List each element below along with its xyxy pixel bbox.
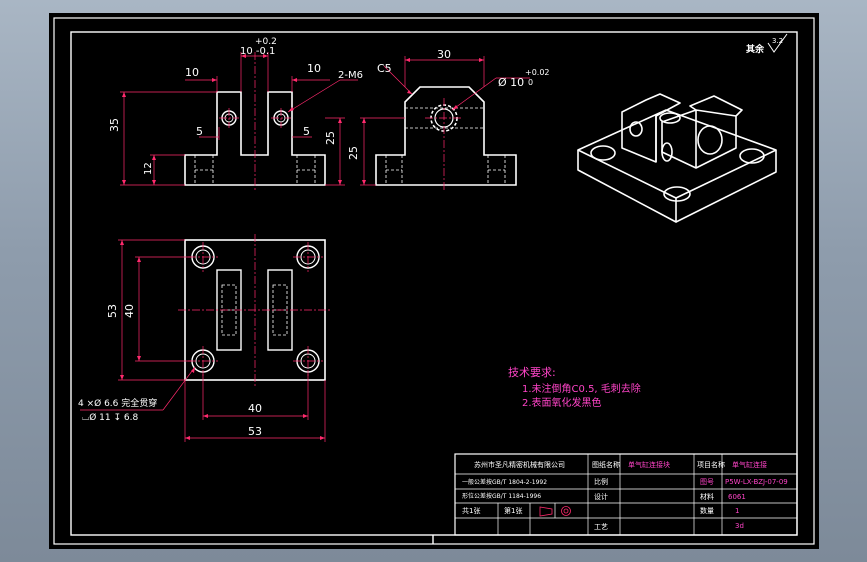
dim-40-horizontal: 40 [248, 402, 262, 415]
iso-left-lug-hole [629, 121, 643, 137]
title-block[interactable]: 苏州市圣凡精密机械有限公司 一般公差按GB/T 1804-2-1992 形位公差… [454, 453, 798, 536]
dim-25-front: 25 [324, 131, 337, 145]
side-centerlines [425, 98, 463, 192]
side-hidden-lines [385, 107, 506, 185]
dim-53-horizontal: 53 [248, 425, 262, 438]
tb-tol-geometric: 形位公差按GB/T 1184-1996 [462, 492, 541, 500]
iso-base-hole-2 [739, 148, 765, 164]
iso-base-right [675, 150, 777, 223]
dim-left-10: 10 [185, 66, 199, 79]
front-hidden-lines [194, 154, 316, 185]
isometric-view[interactable] [577, 93, 777, 223]
dim-hole-tol-upper: +0.02 [525, 68, 550, 77]
dim-25-side: 25 [347, 146, 360, 160]
dim-left-5: 5 [196, 125, 203, 138]
tb-label-material: 材料 [700, 492, 714, 501]
surface-roughness-symbol: 其余 3.2 [746, 33, 788, 55]
roughness-label: 其余 [746, 43, 765, 55]
tech-req-line-1: 1.未注倒角C0.5, 毛刺去除 [522, 382, 641, 395]
tb-company: 苏州市圣凡精密机械有限公司 [474, 460, 565, 469]
tech-req-line-2: 2.表面氧化发黑色 [522, 396, 602, 409]
hole-note-line-1: 4 ×Ø 6.6 完全贯穿 [78, 397, 157, 409]
top-dimension-arrows [120, 240, 325, 440]
iso-base-hole-4 [659, 112, 681, 124]
tb-code: P5W-LX-BZJ-07-09 [725, 478, 788, 486]
tb-process: 3d [735, 522, 744, 530]
iso-right-lug-hole [697, 125, 723, 155]
tb-label-sheet: 共1张 [462, 506, 480, 515]
tech-req-title: 技术要求: [508, 366, 556, 379]
dim-right-10: 10 [307, 62, 321, 75]
front-centerlines [219, 52, 291, 192]
title-block-frame [454, 453, 798, 536]
front-dimension-arrows [122, 54, 342, 185]
iso-right-lug-face [695, 109, 737, 168]
front-dimension-lines [120, 52, 358, 186]
dim-tol-upper: +0.2 [255, 37, 277, 47]
technical-requirements: 技术要求: 1.未注倒角C0.5, 毛刺去除 2.表面氧化发黑色 [508, 366, 641, 409]
tb-project: 单气缸连接 [732, 460, 767, 469]
roughness-value: 3.2 [772, 37, 783, 45]
dim-hole-tol-lower: 0 [528, 78, 533, 87]
dim-35: 35 [108, 118, 121, 132]
side-view[interactable]: 30 C5 Ø 10 +0.02 0 25 [347, 48, 550, 192]
dim-hole: Ø 10 [498, 76, 524, 89]
dim-slot-width: 10 -0.1 [240, 46, 275, 57]
iso-right-lug [661, 95, 743, 169]
tb-label-process: 工艺 [594, 523, 608, 531]
roughness-check-icon [767, 33, 788, 53]
dim-c5: C5 [377, 62, 392, 75]
dim-53-vertical: 53 [106, 304, 119, 318]
sheet-border-outer [53, 17, 815, 545]
hole-note-line-2: ⌴Ø 11 ↧ 6.8 [82, 412, 138, 423]
tb-label-qty: 数量 [700, 506, 714, 515]
tb-label-project: 项目名称 [697, 460, 725, 469]
dim-right-5: 5 [303, 125, 310, 138]
top-view[interactable]: 53 40 40 53 4 ×Ø 6.6 完全贯穿 ⌴Ø 11 ↧ 6.8 [78, 234, 332, 442]
front-view[interactable]: +0.2 10 -0.1 10 10 2-M6 5 5 35 12 25 [108, 37, 363, 192]
title-block-grid [455, 454, 797, 535]
projection-symbol-icon [539, 506, 571, 517]
iso-base-hole-1 [590, 145, 616, 161]
top-centerlines [178, 234, 332, 386]
side-dimension-lines [360, 56, 530, 186]
side-dimension-arrows [362, 58, 484, 185]
side-view-outline [375, 86, 517, 186]
tb-drawing-name: 单气缸连接块 [628, 460, 670, 469]
tb-label-code: 图号 [700, 478, 714, 486]
tb-label-drawing-name: 图纸名称 [592, 460, 620, 469]
sheet-border-inner [70, 31, 798, 536]
tb-qty: 1 [735, 507, 739, 515]
iso-base-hole-3 [663, 186, 691, 202]
dim-12: 12 [143, 162, 154, 175]
tb-material: 6061 [728, 493, 746, 501]
iso-right-lug-hole-side [661, 142, 673, 162]
drawing-sheet [49, 13, 819, 549]
dim-thread: 2-M6 [338, 70, 363, 81]
tb-label-scale: 比例 [594, 477, 608, 486]
tb-sheet: 第1张 [504, 506, 522, 515]
dim-40-vertical: 40 [123, 304, 136, 318]
tb-tol-general: 一般公差按GB/T 1804-2-1992 [462, 478, 547, 486]
top-dimension-lines [80, 239, 326, 442]
tb-label-draw: 设计 [594, 492, 608, 501]
iso-left-lug [621, 93, 681, 163]
iso-base-front [577, 150, 677, 223]
dim-30: 30 [437, 48, 451, 61]
